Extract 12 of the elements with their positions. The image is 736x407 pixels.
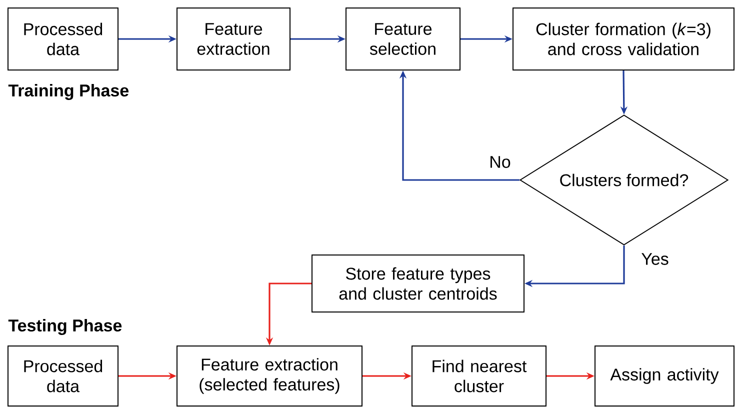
process-box: Store feature types and cluster centroids <box>312 254 524 312</box>
edge-label: No <box>488 155 512 169</box>
process-box: Feature extraction (selected features) <box>176 346 362 406</box>
edge-label: Yes <box>640 252 670 266</box>
process-box: Processed data <box>8 8 118 70</box>
phase-label: Training Phase <box>8 84 129 100</box>
process-box: Find nearest cluster <box>412 346 546 406</box>
process-box: Feature extraction <box>176 8 290 70</box>
process-box: Cluster formation (k=3) and cross validation <box>512 8 734 70</box>
process-box: Processed data <box>8 346 118 406</box>
process-box: Assign activity <box>594 346 734 406</box>
process-box: Feature selection <box>346 8 460 70</box>
